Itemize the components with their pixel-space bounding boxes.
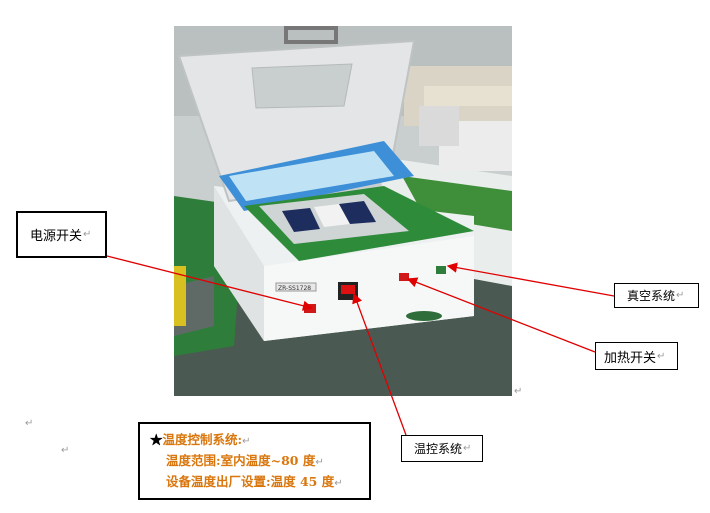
paragraph-mark: ↵ — [83, 229, 92, 240]
vacuum-system-callout: 真空系统↵ — [614, 283, 699, 308]
temperature-spec-box: ★温度控制系统:↵ 温度范围:室内温度~80 度↵ 设备温度出厂设置:温度 45… — [138, 422, 371, 500]
paragraph-mark: ↵ — [61, 445, 70, 456]
paragraph-mark: ↵ — [514, 386, 523, 397]
spec-line-2: 温度范围:室内温度~80 度 — [166, 453, 316, 468]
machine-photo-drawing: ZR-SS1728 — [174, 26, 512, 396]
power-switch-label: 电源开关 — [30, 229, 83, 244]
power-switch-callout: 电源开关↵ — [16, 211, 107, 258]
solar-cell — [282, 208, 320, 232]
temp-control-label: 温控系统 — [414, 442, 463, 456]
paragraph-mark: ↵ — [315, 457, 324, 468]
spec-line-3: 设备温度出厂设置:温度 45 度 — [166, 474, 335, 489]
paragraph-mark: ↵ — [657, 350, 666, 362]
paragraph-mark: ↵ — [676, 290, 685, 301]
spec-line-1: 温度控制系统: — [162, 432, 243, 447]
paragraph-mark: ↵ — [25, 418, 34, 429]
vacuum-system-label: 真空系统 — [627, 289, 676, 303]
panel-label: ZR-SS1728 — [278, 285, 311, 292]
temp-control-callout: 温控系统↵ — [401, 435, 483, 462]
spec-factory-setting: 设备温度出厂设置:温度 45 度↵ — [150, 472, 369, 493]
machine-photo: ZR-SS1728 — [174, 26, 512, 396]
heating-switch-callout: 加热开关↵ — [595, 342, 678, 370]
paragraph-mark: ↵ — [242, 436, 251, 447]
paragraph-mark: ↵ — [463, 443, 472, 454]
paragraph-mark: ↵ — [334, 478, 343, 489]
heating-switch-label: 加热开关 — [604, 350, 657, 366]
spec-heading: ★温度控制系统:↵ — [150, 430, 369, 451]
spec-range: 温度范围:室内温度~80 度↵ — [150, 451, 369, 472]
star-icon: ★ — [150, 432, 163, 447]
